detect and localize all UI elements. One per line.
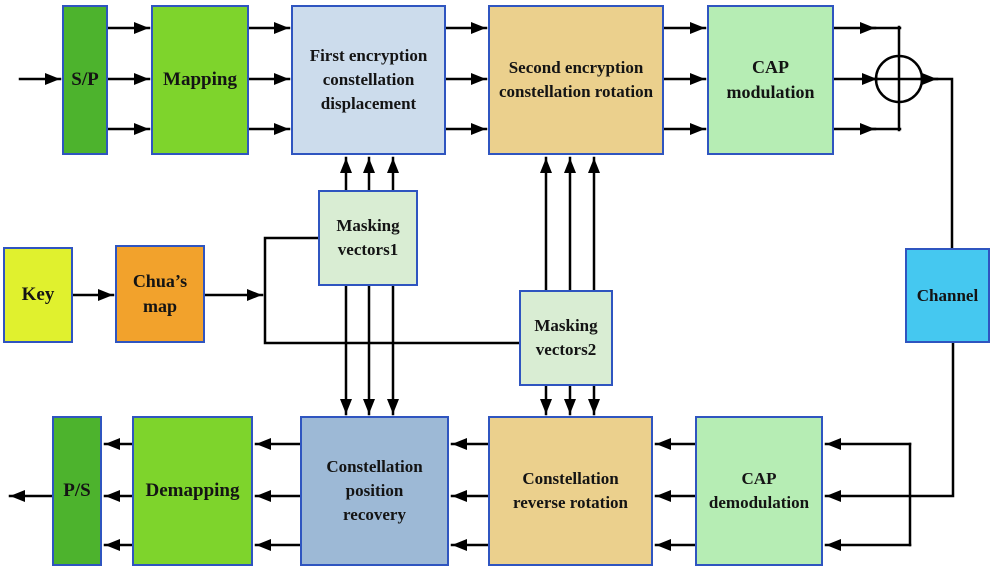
block-demapping: Demapping xyxy=(132,416,253,566)
channel-to-capdemod-lines xyxy=(824,340,955,551)
block-cap-demodulation: CAP demodulation xyxy=(695,416,823,566)
block-chua-map: Chua’s map xyxy=(115,245,205,343)
reverse-to-recovery-arrows xyxy=(450,438,490,551)
capmod-to-adder-arrows xyxy=(832,22,928,135)
block-first-encryption: First encryption constellation displacem… xyxy=(291,5,446,155)
sp-to-mapping-arrows xyxy=(106,22,151,135)
block-second-encryption: Second encryption constellation rotation xyxy=(488,5,664,155)
block-channel: Channel xyxy=(905,248,990,343)
first-to-second-arrows xyxy=(444,22,488,135)
block-key: Key xyxy=(3,247,73,343)
block-masking-vectors2: Masking vectors2 xyxy=(519,290,613,386)
recovery-to-demapping-arrows xyxy=(254,438,302,551)
second-to-capmod-arrows xyxy=(662,22,707,135)
block-serial-to-parallel: S/P xyxy=(62,5,108,155)
demapping-to-ps-arrows xyxy=(103,438,134,551)
mv2-down-arrows xyxy=(540,384,600,416)
block-mapping: Mapping xyxy=(151,5,249,155)
block-parallel-to-serial: P/S xyxy=(52,416,102,566)
capdemod-to-reverse-arrows xyxy=(654,438,697,551)
block-masking-vectors1: Masking vectors1 xyxy=(318,190,418,286)
mv2-up-arrows xyxy=(540,156,600,292)
block-reverse-rotation: Constellation reverse rotation xyxy=(488,416,653,566)
adder-to-channel-line xyxy=(919,73,954,251)
mapping-to-first-arrows xyxy=(247,22,291,135)
block-position-recovery: Constellation position recovery xyxy=(300,416,449,566)
block-cap-modulation: CAP modulation xyxy=(707,5,834,155)
mv1-down-arrows xyxy=(340,284,399,416)
mv1-up-arrows xyxy=(340,156,399,192)
